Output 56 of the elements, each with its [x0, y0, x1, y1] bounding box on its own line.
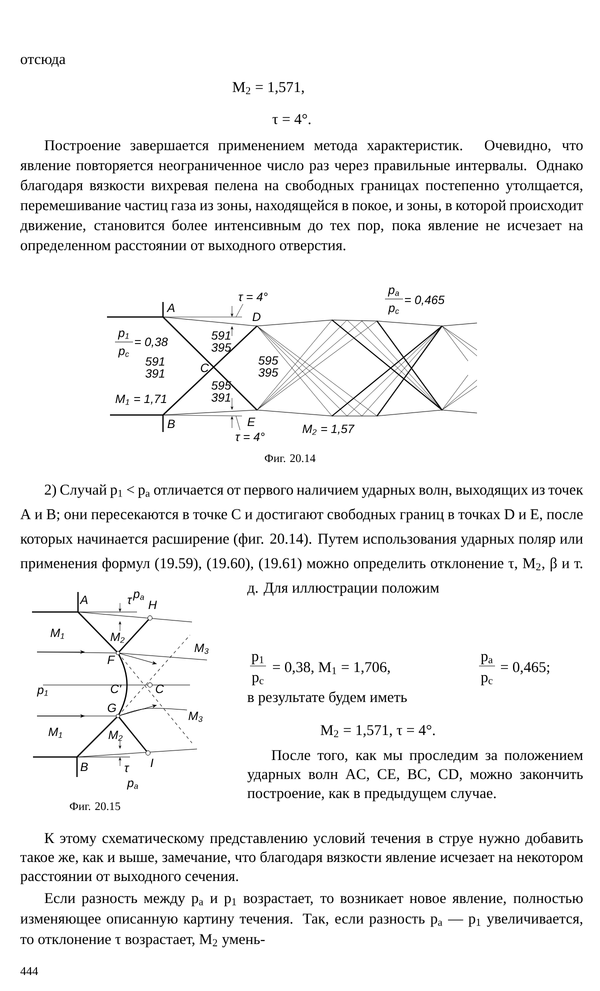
ratio-label: = 0,465	[404, 296, 445, 306]
mach-label: M$_{1}$ = 1,71	[116, 394, 166, 405]
angle-label: τ	[128, 598, 132, 604]
point-label: A	[80, 596, 88, 604]
angle-label: τ = 4°	[236, 432, 265, 442]
angle-label: τ	[124, 766, 130, 772]
fraction-numerator: p$_{a}$	[480, 654, 493, 664]
zone-values: 595 395	[258, 356, 278, 377]
pressure-label: p$_{a}$	[126, 780, 138, 790]
mach-label: M$_{1}$	[50, 628, 64, 639]
point-label: C	[200, 364, 209, 372]
point-label: A	[166, 304, 175, 312]
pressure-label: p$_{c}$	[388, 306, 399, 314]
formula: = 0,465;	[500, 662, 550, 674]
pressure-label: p$_{1}$	[118, 330, 129, 340]
zone-values: 595 391	[211, 381, 232, 402]
paragraph: К этому схематическому представлению условий течения в струе нужно добавить такое же, как и выше, замечание, что благодаря вязкости явление исчезает на некотором расстоянии от выходного сечения.	[20, 832, 583, 884]
paragraph: После того, как мы проследим за положением ударных волн AC, CE, BC, CD, можно закончить построение, как в предыдущем случае.	[247, 750, 583, 802]
formula: M$_{2}$ = 1,571, τ = 4°.	[320, 725, 435, 738]
paragraph: Если разность между p$_{a}$ и p$_{1}$ возрастает, то возникает новое явление, полностью изменяющее описанную картину течения. Так, если разность p$_{a}$ — p$_{1}$ увеличивается, то отклонение τ возрастает, M$_{2}$ умень-	[20, 893, 583, 948]
mach-label: M$_{3}$	[188, 712, 203, 722]
point-label: C	[156, 684, 164, 694]
zone-values: 591 395	[211, 331, 232, 352]
text-line: отсюда	[20, 56, 66, 67]
point-label: G	[108, 704, 116, 712]
fraction-numerator: p$_{1}$	[252, 654, 264, 664]
text-line: в результате будем иметь	[247, 691, 407, 706]
paragraph: Построение завершается применением метода характеристик. Очевидно, что явление повторяется неограниченное число раз через правильные интервалы. Однако благодаря вязкости вихревая пелена на свободных границах постепенно утолщается, перемешивание частиц газа из зоны, находящейся в покое, и зоны, в которой происходит движение, становится более интенсивным до тех пор, пока явление не исчезает на определенном расстоянии от выходного отверстия.	[20, 140, 583, 254]
mach-label: M$_{1}$	[48, 728, 62, 738]
pressure-label: p$_{a}$	[132, 592, 144, 600]
point-label: B	[80, 762, 88, 771]
point-label: H	[148, 600, 157, 609]
zone-values: 591 391	[145, 357, 164, 378]
point-label: B	[168, 420, 175, 428]
point-label: F	[108, 656, 116, 664]
point-label: C'	[110, 684, 122, 694]
fraction-denominator: p$_{c}$	[480, 674, 492, 686]
point-label: E	[248, 418, 256, 426]
ratio-label: = 0,38	[134, 338, 168, 348]
figure-caption: Фиг. 20.15	[70, 802, 120, 810]
figure-caption: Фиг. 20.14	[264, 454, 316, 462]
mach-label: M$_{2}$	[110, 632, 125, 643]
pressure-label: p$_{c}$	[118, 348, 129, 358]
mach-label: M$_{3}$	[194, 644, 209, 654]
formula: τ = 4°.	[272, 114, 310, 124]
point-label: D	[252, 312, 260, 321]
pressure-label: p$_{a}$	[388, 288, 400, 296]
formula: = 0,38, M$_{1}$ = 1,706,	[272, 662, 390, 674]
point-label: I	[150, 758, 154, 767]
angle-label: τ = 4°	[238, 292, 268, 302]
mach-label: M$_{2}$ = 1,57	[302, 424, 355, 435]
page-number: 444	[20, 967, 38, 975]
mach-label: M$_{2}$	[108, 730, 123, 741]
pressure-label: p$_{1}$	[36, 688, 48, 696]
formula: M$_{2}$ = 1,571,	[232, 82, 304, 94]
fraction-denominator: p$_{c}$	[252, 674, 264, 686]
